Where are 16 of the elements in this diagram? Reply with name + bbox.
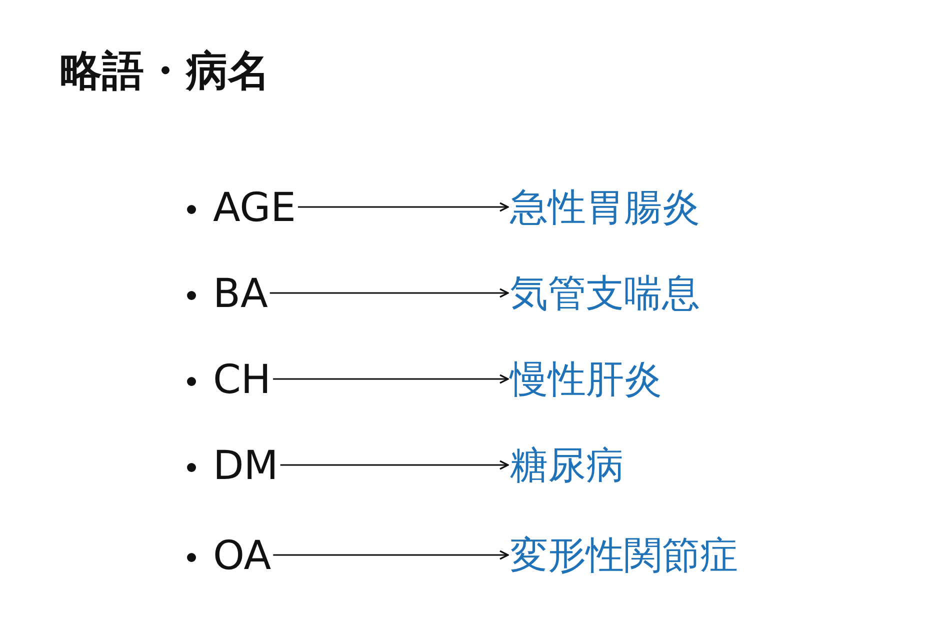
abbreviation: DM: [213, 446, 278, 486]
arrow: [273, 374, 509, 384]
abbreviation: BA: [213, 274, 268, 314]
arrow: [270, 288, 509, 298]
arrow: [273, 550, 509, 560]
abbreviation: AGE: [213, 188, 296, 228]
arrow: [298, 202, 509, 212]
disease-name: 気管支喘息: [510, 274, 700, 312]
abbreviation: OA: [213, 536, 272, 576]
abbreviation: CH: [213, 360, 272, 400]
disease-name: 糖尿病: [510, 446, 624, 484]
disease-name: 慢性肝炎: [510, 360, 662, 398]
arrow: [280, 460, 509, 470]
title: 略語・病名: [60, 50, 270, 92]
disease-name: 変形性関節症: [510, 536, 738, 574]
disease-name: 急性胃腸炎: [510, 188, 700, 226]
